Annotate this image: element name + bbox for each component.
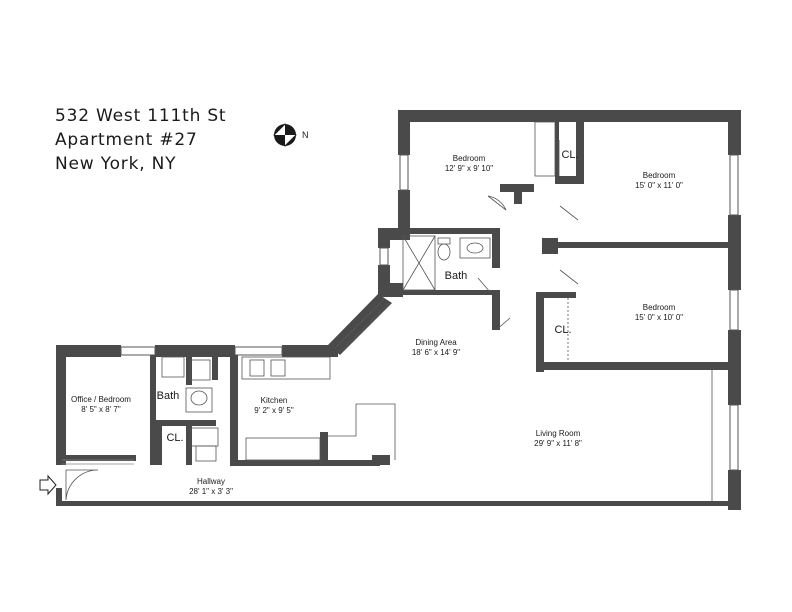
bath-small-name: Bath [157, 390, 180, 402]
hallway-name: Hallway [197, 477, 225, 486]
bedroom-2-name: Bedroom [643, 171, 676, 180]
address-apartment: Apartment #27 [55, 130, 198, 150]
bedroom-2-dims: 15' 0" x 11' 0" [635, 181, 683, 190]
bedroom-3-dims: 15' 0" x 10' 0" [635, 313, 683, 322]
dining-dims: 18' 6" x 14' 9" [412, 348, 460, 357]
address-street: 532 West 111th St [55, 106, 227, 126]
kitchen-name: Kitchen [261, 396, 288, 405]
bedroom-3-name: Bedroom [643, 303, 676, 312]
north-arrow-icon [273, 123, 297, 147]
office-name: Office / Bedroom [71, 395, 131, 404]
dining-name: Dining Area [415, 338, 457, 347]
living-dims: 29' 9" x 11' 8" [534, 439, 582, 448]
bedroom-1-name: Bedroom [453, 154, 486, 163]
fixtures [62, 121, 713, 501]
closet-3-name: CL. [166, 432, 183, 444]
address-city: New York, NY [55, 154, 177, 174]
kitchen-dims: 9' 2" x 9' 5" [254, 406, 294, 415]
closet-1-name: CL. [561, 149, 578, 161]
compass-label: N [302, 130, 309, 140]
bedroom-1-dims: 12' 9" x 9' 10" [445, 164, 493, 173]
office-dims: 8' 5" x 8' 7" [81, 405, 121, 414]
exterior-walls [56, 110, 741, 510]
living-name: Living Room [536, 429, 581, 438]
interior-walls [56, 122, 728, 466]
windows [120, 154, 739, 471]
entrance-arrow-icon [39, 474, 57, 496]
bath-main-name: Bath [445, 270, 468, 282]
closet-2-name: CL. [554, 324, 571, 336]
hallway-dims: 28' 1" x 3' 3" [189, 487, 233, 496]
